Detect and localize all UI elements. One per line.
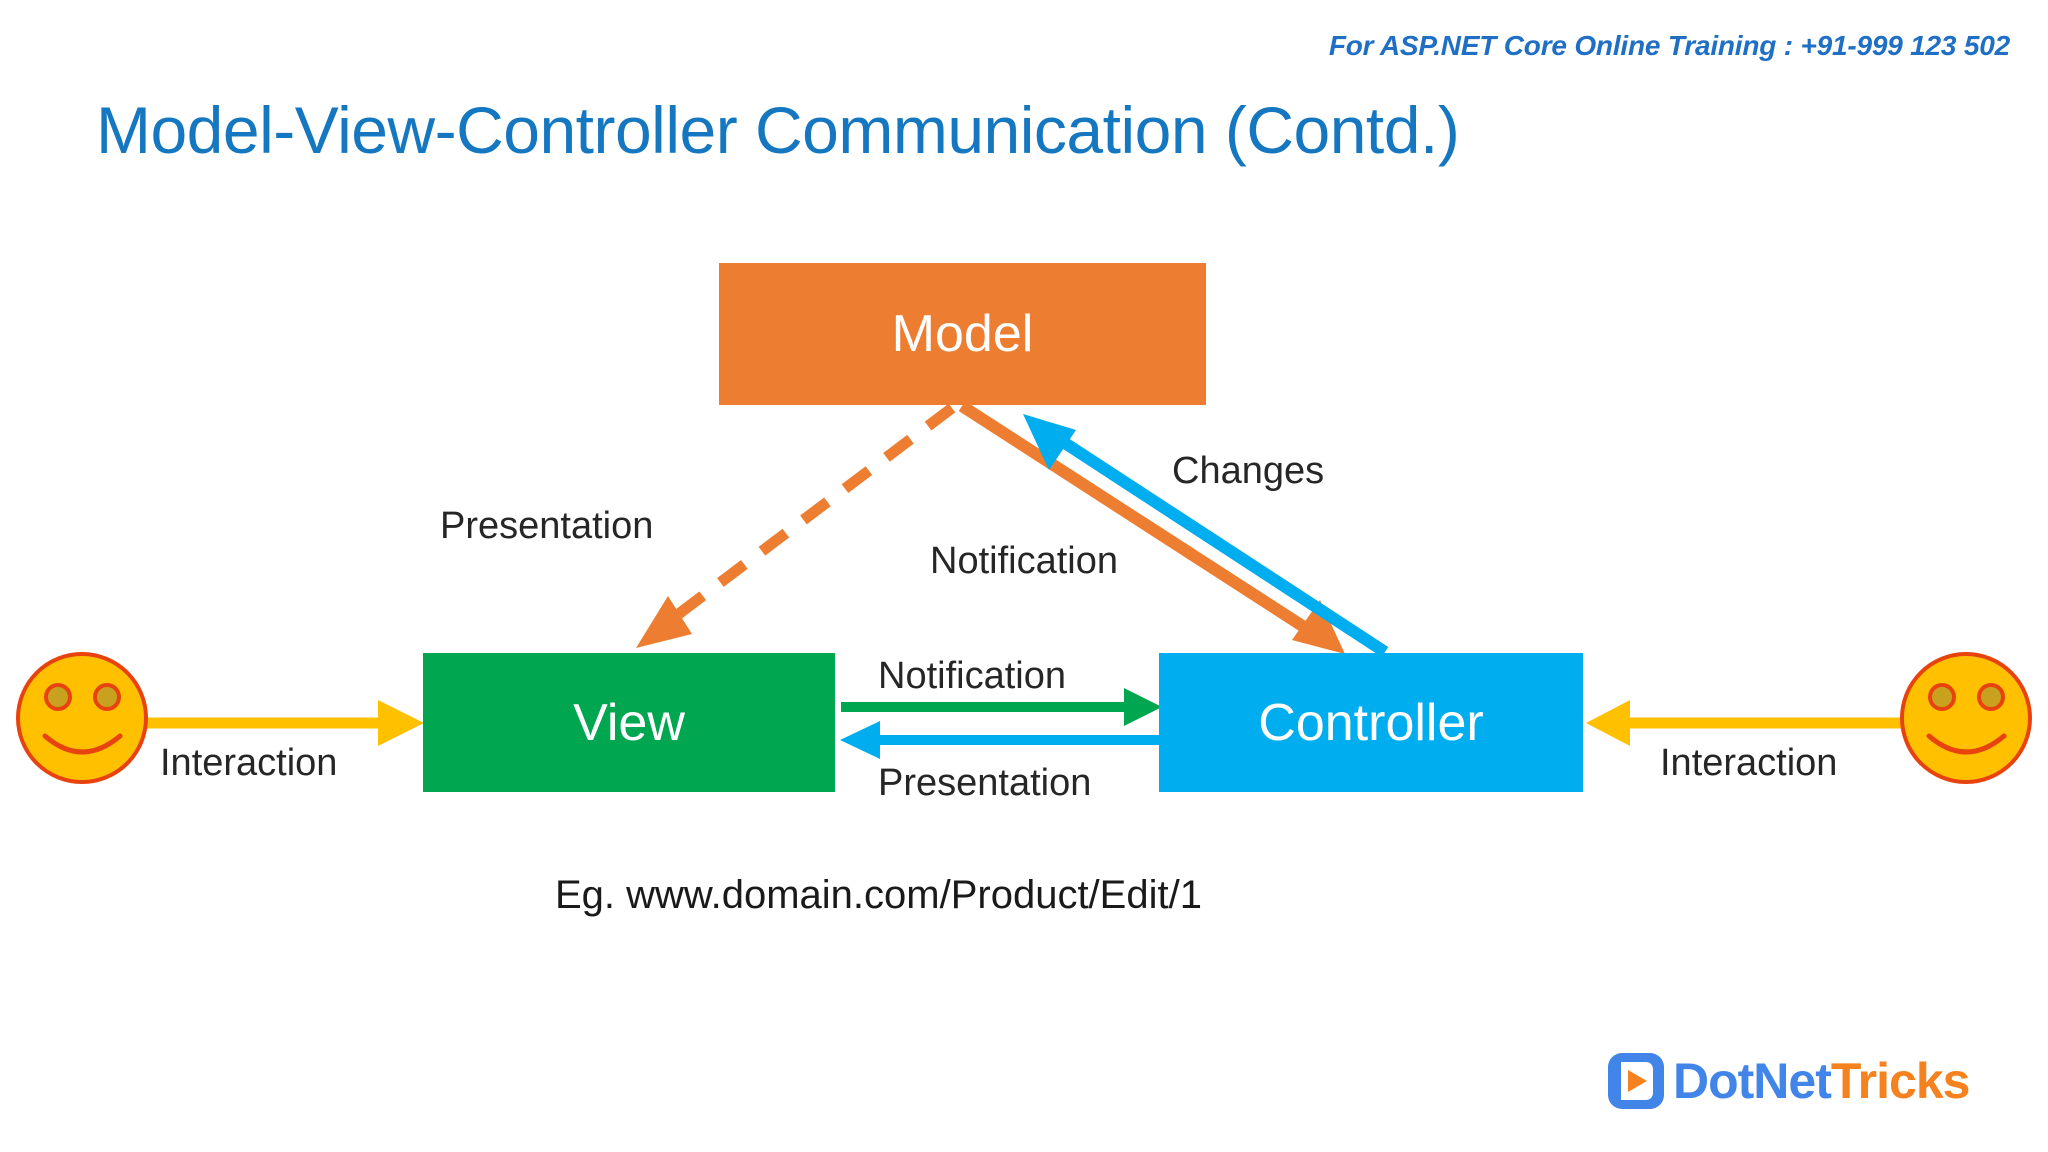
page-title: Model-View-Controller Communication (Con… bbox=[96, 93, 1460, 167]
brand-name-accent: Tricks bbox=[1830, 1053, 1971, 1109]
smiley-face-icon-right bbox=[1900, 652, 2032, 784]
smiley-face-icon-left bbox=[16, 652, 148, 784]
node-view-label: View bbox=[573, 693, 685, 752]
node-controller[interactable]: Controller bbox=[1159, 653, 1583, 792]
training-contact-line: For ASP.NET Core Online Training : +91-9… bbox=[1328, 30, 2010, 61]
edge-label-presentation-controller-view: Presentation bbox=[878, 762, 1092, 804]
edge-label-notification-view-controller: Notification bbox=[878, 655, 1066, 697]
edge-label-presentation-model-view: Presentation bbox=[440, 505, 654, 547]
edge-label-notification-model-controller: Notification bbox=[930, 540, 1118, 582]
node-model-label: Model bbox=[891, 305, 1034, 363]
example-url-text: Eg. www.domain.com/Product/Edit/1 bbox=[555, 873, 1202, 917]
edge-label-interaction-left: Interaction bbox=[160, 742, 338, 784]
play-triangle-icon bbox=[1628, 1070, 1647, 1092]
node-controller-label: Controller bbox=[1258, 693, 1484, 752]
node-view[interactable]: View bbox=[423, 653, 835, 792]
brand-logo: DotNet Tricks bbox=[1608, 1052, 1971, 1110]
play-button-icon bbox=[1608, 1053, 1664, 1109]
edge-label-interaction-right: Interaction bbox=[1660, 742, 1838, 784]
brand-name-primary: DotNet bbox=[1673, 1053, 1832, 1109]
edge-label-changes: Changes bbox=[1172, 450, 1325, 492]
node-model[interactable]: Model bbox=[719, 263, 1206, 405]
